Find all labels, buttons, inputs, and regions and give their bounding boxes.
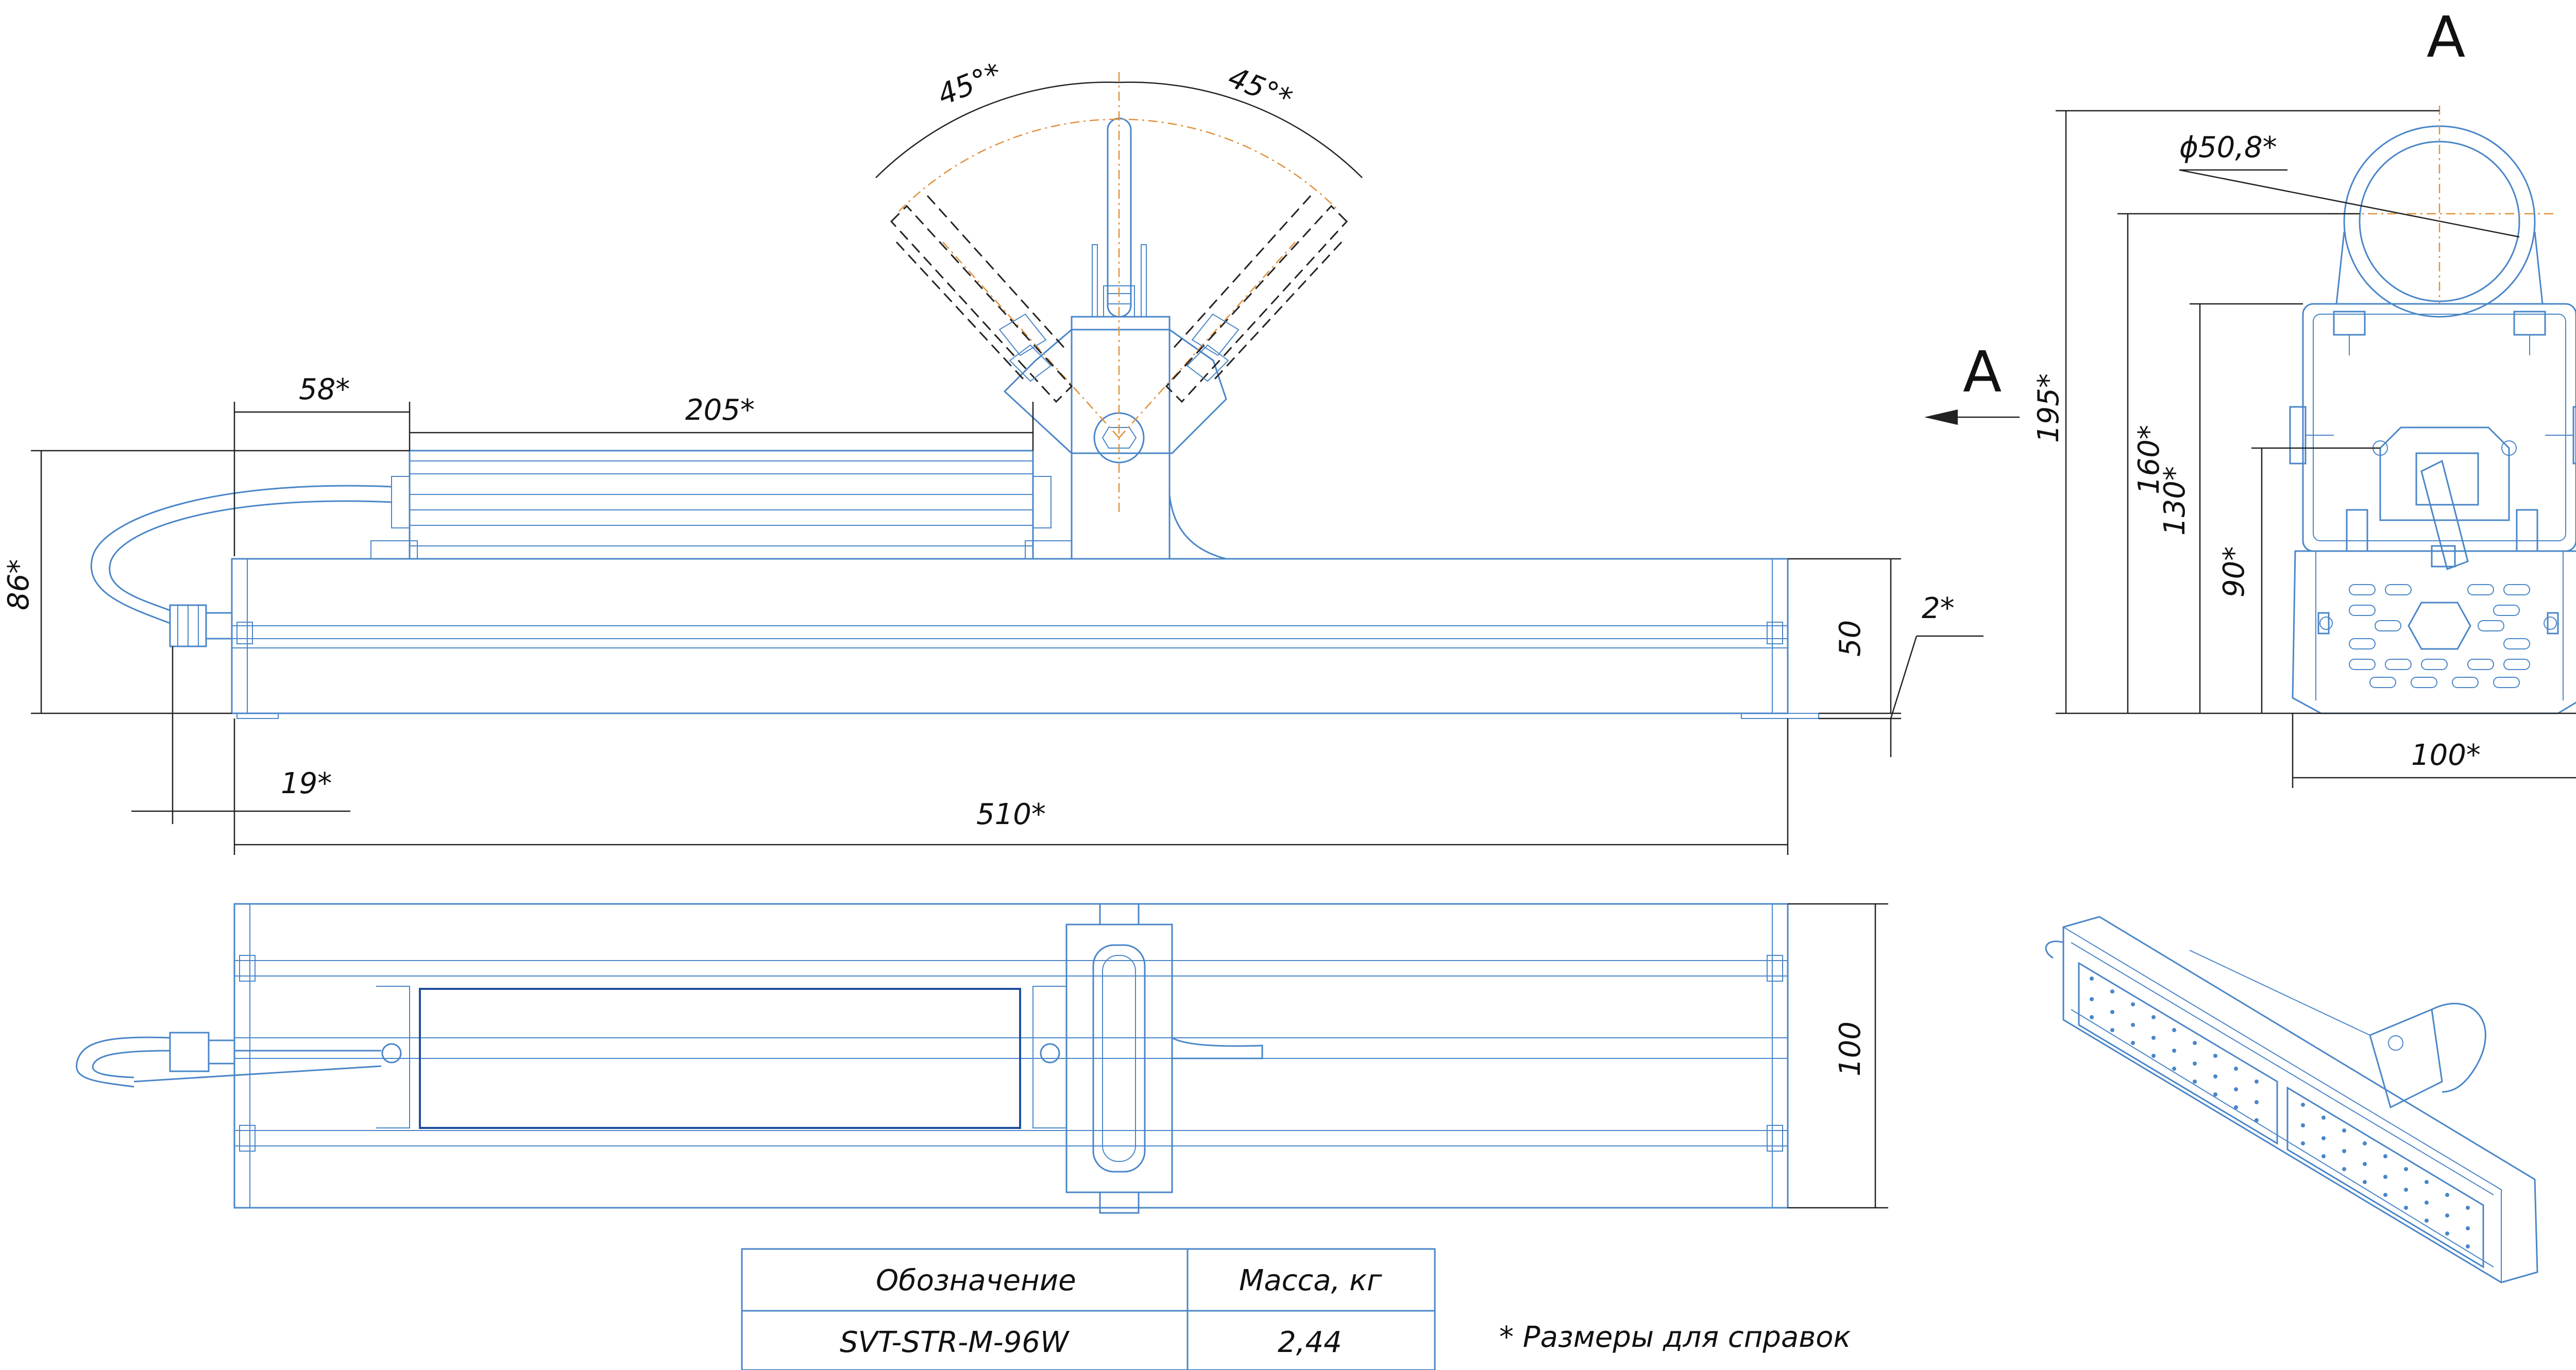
dim-100-plan: 100 <box>1834 1021 1867 1076</box>
iso-bracket <box>2369 1008 2443 1109</box>
rotation-arc <box>899 118 1340 212</box>
dim-2: 2* <box>1922 592 1955 625</box>
dim-50: 50 <box>1834 620 1867 657</box>
isometric-view <box>2045 916 2538 1283</box>
dim-diameter: ϕ50,8* <box>2179 131 2277 164</box>
plan-view <box>76 903 1789 1214</box>
tilt-position-right <box>1165 195 1348 403</box>
iso-led-panel-1 <box>2078 962 2278 1145</box>
table-cell-mass: 2,44 <box>1278 1326 1342 1359</box>
section-label-a: A <box>2427 4 2465 70</box>
front-view <box>90 72 1819 719</box>
front-dimensions: 58* 205* 86* 50 2* 19* 510* 45°* 45°* <box>2 57 1984 855</box>
dim-angle-right: 45°* <box>1224 61 1297 116</box>
view-arrow-label: A <box>1963 339 2002 405</box>
front-cable <box>90 485 392 624</box>
plan-driver <box>419 988 1021 1129</box>
side-dimensions: 195* 160* 130* 90* 100* ϕ50,8* <box>2032 110 2576 788</box>
plan-housing <box>233 903 1789 1209</box>
dim-100-side: 100* <box>2411 739 2481 772</box>
table-cell-designation: SVT-STR-M-96W <box>840 1326 1070 1359</box>
front-bracket <box>1071 316 1171 560</box>
plan-cable-gland <box>169 1032 210 1072</box>
dim-19: 19* <box>281 767 332 800</box>
side-hex-nut <box>2408 602 2471 650</box>
side-view: A <box>2289 4 2576 714</box>
plan-cable <box>76 1036 171 1088</box>
front-driver-box <box>409 450 1034 560</box>
front-main-body <box>231 558 1789 714</box>
dim-510: 510* <box>976 798 1046 831</box>
plan-dimensions: 100 <box>1788 903 1888 1209</box>
tilt-position-left <box>890 195 1073 403</box>
dim-130: 130* <box>2158 466 2192 536</box>
table-frame <box>741 1248 1436 1370</box>
reference-note: * Размеры для справок <box>1499 1321 1851 1354</box>
dim-90: 90* <box>2217 546 2251 597</box>
dim-86: 86* <box>2 559 36 610</box>
dim-205: 205* <box>685 393 755 427</box>
table-header-mass: Масса, кг <box>1239 1264 1382 1297</box>
iso-led-panel-2 <box>2286 1086 2484 1269</box>
dim-58: 58* <box>299 373 350 406</box>
dim-160: 160* <box>2132 425 2166 494</box>
spec-table: Обозначение Масса, кг SVT-STR-M-96W 2,44 <box>741 1248 1436 1370</box>
view-arrow-a: A <box>1924 339 2020 425</box>
side-luminaire-end <box>2292 550 2576 714</box>
iso-led-dots <box>2090 977 2470 1248</box>
dim-angle-left: 45°* <box>933 57 1006 112</box>
table-header-designation: Обозначение <box>876 1264 1076 1297</box>
dim-195: 195* <box>2032 373 2065 443</box>
